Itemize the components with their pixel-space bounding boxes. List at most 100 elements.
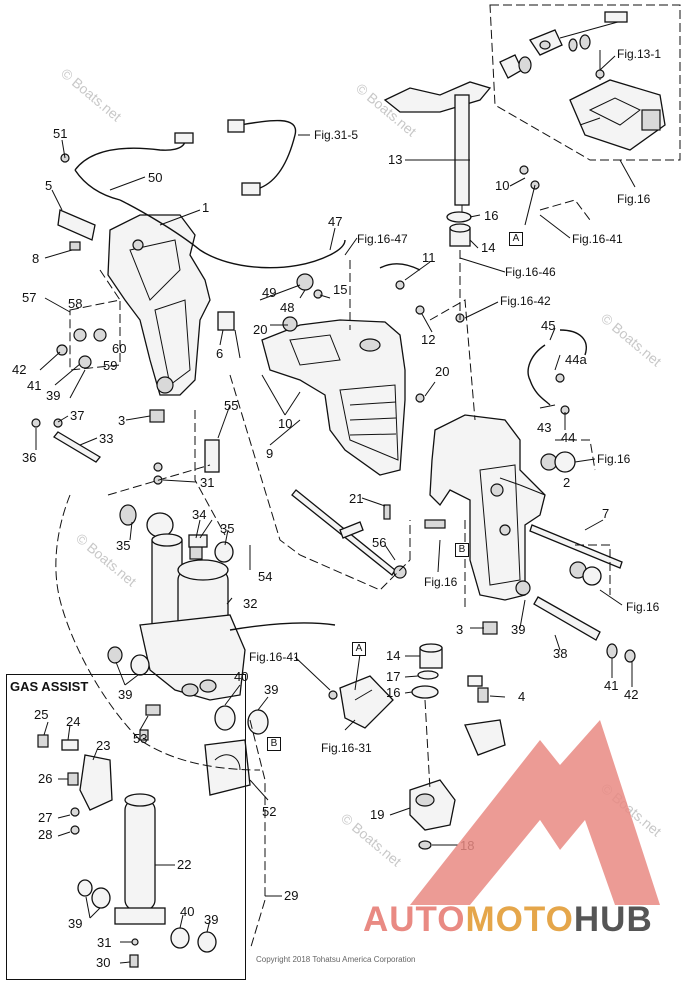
- fig-ref: Fig.16-42: [500, 294, 551, 308]
- fig-ref: Fig.16: [617, 192, 651, 206]
- fig-ref: Fig.16-41: [572, 232, 623, 246]
- callout: 10: [278, 416, 292, 431]
- callout: 52: [262, 804, 276, 819]
- brand-part-3: HUB: [573, 900, 653, 939]
- fig-ref: Fig.16: [424, 575, 458, 589]
- callout: 31: [200, 475, 214, 490]
- callout: 39: [46, 388, 60, 403]
- callout: 13: [388, 152, 402, 167]
- watermark: © Boats.net: [58, 65, 125, 124]
- figure-references: Fig.13-1 Fig.16 Fig.31-5 Fig.16-47 Fig.1…: [249, 47, 661, 755]
- callout: 21: [349, 491, 363, 506]
- callout: 9: [266, 446, 273, 461]
- callout: 16: [484, 208, 498, 223]
- callout: 2: [563, 475, 570, 490]
- callout: 24: [66, 714, 80, 729]
- swivel-bracket-9: [261, 319, 406, 476]
- callout: 11: [422, 250, 436, 265]
- callout: 7: [602, 506, 609, 521]
- callout: 40: [234, 669, 248, 684]
- callout: 58: [68, 296, 82, 311]
- fig-ref: Fig.16-31: [321, 741, 372, 755]
- callout: 40: [180, 904, 194, 919]
- callout: 48: [280, 300, 294, 315]
- callout: 42: [624, 687, 638, 702]
- callout: 10: [495, 178, 509, 193]
- brand-part-1: AUTO: [363, 900, 466, 939]
- gas-assist-parts: [37, 734, 217, 968]
- fig-ref: Fig.16-46: [505, 265, 556, 279]
- tilt-trim-unit-32: [107, 504, 336, 796]
- callout: 55: [224, 398, 238, 413]
- callout: 33: [99, 431, 113, 446]
- callout: 49: [262, 285, 276, 300]
- callout: 34: [192, 507, 206, 522]
- callout: 53: [133, 731, 147, 746]
- dashed-guides: [55, 199, 611, 951]
- box-tag-b: B: [267, 737, 281, 751]
- gas-assist-title: GAS ASSIST: [10, 679, 89, 694]
- callout: 54: [258, 569, 272, 584]
- callout: 16: [386, 685, 400, 700]
- brand-wordmark: AUTOMOTOHUB: [363, 900, 653, 940]
- callout: 28: [38, 827, 52, 842]
- callout: 39: [68, 916, 82, 931]
- callout: 51: [53, 126, 67, 141]
- callout: 39: [118, 687, 132, 702]
- copyright-notice: Copyright 2018 Tohatsu America Corporati…: [256, 955, 416, 964]
- callout: 22: [177, 857, 191, 872]
- fig-ref: Fig.16-47: [357, 232, 408, 246]
- callout: 59: [103, 358, 117, 373]
- callout: 6: [216, 346, 223, 361]
- callout: 14: [481, 240, 495, 255]
- steering-arm-13: [383, 81, 492, 247]
- callout: 38: [553, 646, 567, 661]
- harness-and-bolt: [57, 119, 346, 269]
- callout: 31: [97, 935, 111, 950]
- callout: 20: [435, 364, 449, 379]
- callout: 23: [96, 738, 110, 753]
- callout: 5: [45, 178, 52, 193]
- callout: 60: [112, 341, 126, 356]
- gas-assist-box: [6, 674, 246, 980]
- callout: 42: [12, 362, 26, 377]
- callout: 32: [243, 596, 257, 611]
- callout: 8: [32, 251, 39, 266]
- callout: 45: [541, 318, 555, 333]
- callout: 27: [38, 810, 52, 825]
- callout: 37: [70, 408, 84, 423]
- callout: 3: [456, 622, 463, 637]
- callout: 57: [22, 290, 36, 305]
- callout: 17: [386, 669, 400, 684]
- callout: 19: [370, 807, 384, 822]
- brand-part-2: MOTO: [465, 900, 574, 939]
- callout: 39: [204, 912, 218, 927]
- callout: 35: [220, 521, 234, 536]
- fig-ref: Fig.16-41: [249, 650, 300, 664]
- callout: 47: [328, 214, 342, 229]
- steering-inset: [489, 4, 681, 161]
- callout: 39: [264, 682, 278, 697]
- watermark: © Boats.net: [598, 310, 665, 369]
- callout: 41: [604, 678, 618, 693]
- callout: 29: [284, 888, 298, 903]
- callout: 12: [421, 332, 435, 347]
- callout: 15: [333, 282, 347, 297]
- callout: 25: [34, 707, 48, 722]
- callout: 44a: [565, 352, 587, 367]
- box-tag-a: A: [509, 232, 523, 246]
- callout: 41: [27, 378, 41, 393]
- leader-lines: [35, 55, 636, 964]
- brand-logo-mark: [410, 720, 660, 905]
- shafts: [53, 431, 623, 641]
- callout: 1: [202, 200, 209, 215]
- fig-ref: Fig.16: [597, 452, 631, 466]
- callout: 36: [22, 450, 36, 465]
- clamp-bracket-2: [429, 414, 546, 635]
- callout: 20: [253, 322, 267, 337]
- callout: 35: [116, 538, 130, 553]
- box-tag-a: A: [352, 642, 366, 656]
- clamp-bracket-1: [107, 214, 211, 423]
- callout: 26: [38, 771, 52, 786]
